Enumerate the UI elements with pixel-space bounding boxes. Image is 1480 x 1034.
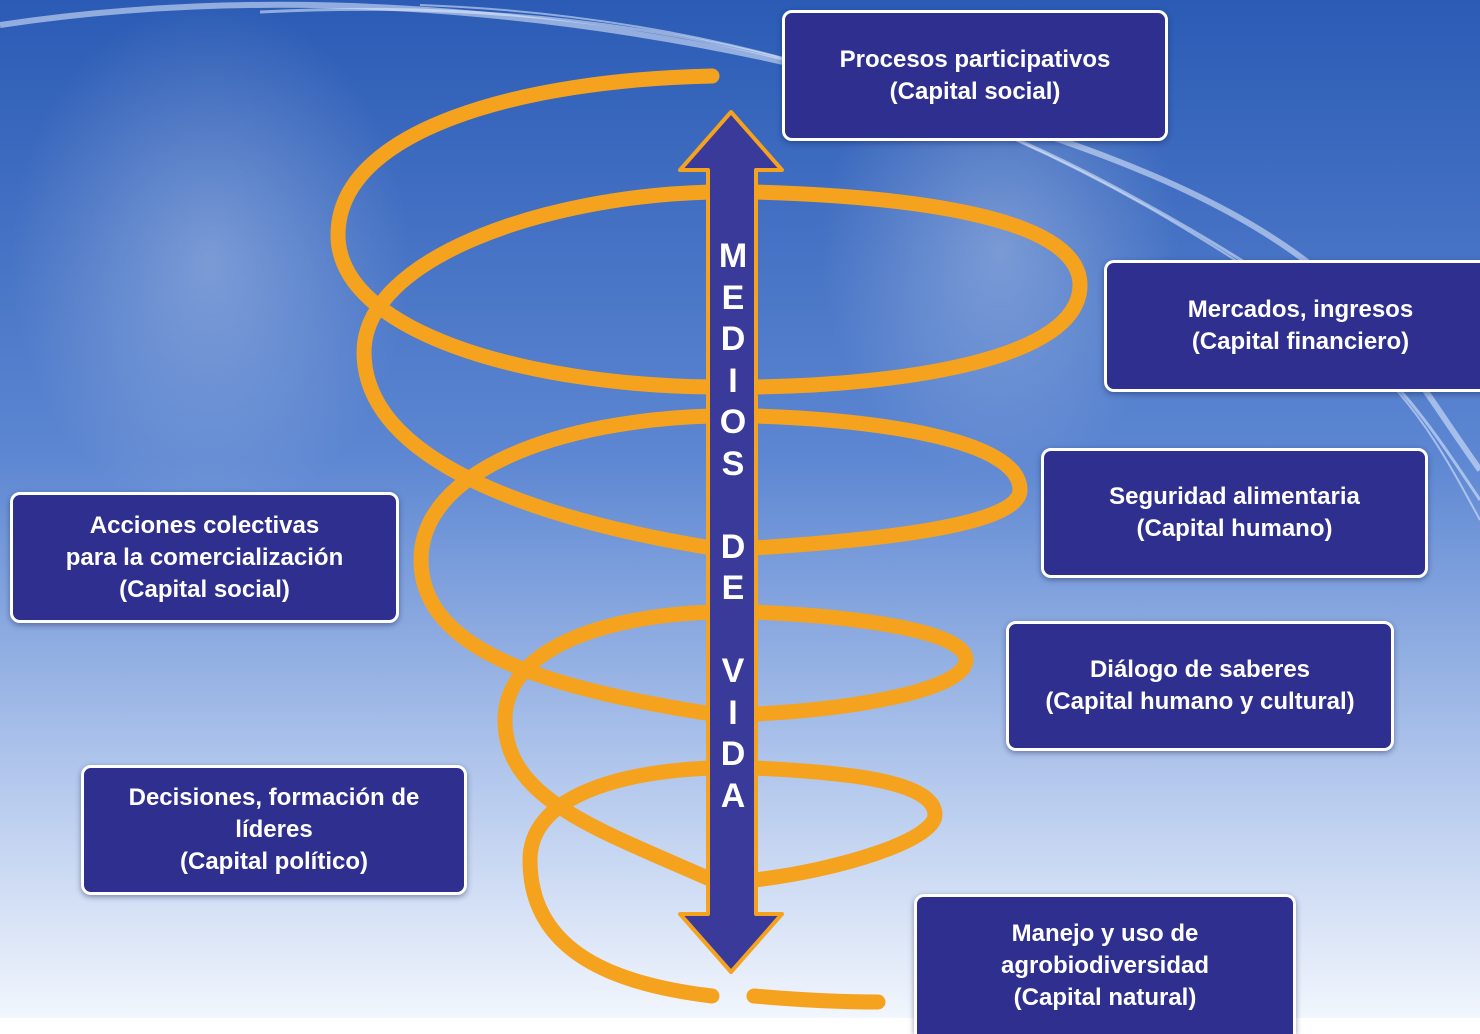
box-text: Decisiones, formación de <box>128 784 420 811</box>
box-text: (Capital natural) <box>1013 983 1197 1011</box>
box-decisiones-formacion-lideres: Decisiones, formación de líderes (Capita… <box>81 765 467 895</box>
spiral-front <box>746 184 1088 1010</box>
box-text: líderes <box>235 816 313 843</box>
box-procesos-participativos: Procesos participativos (Capital social) <box>782 10 1168 141</box>
box-text: Manejo y uso de <box>1011 919 1199 947</box>
box-text: (Capital humano y cultural) <box>1045 688 1355 715</box>
box-manejo-agrobiodiversidad: Manejo y uso de agrobiodiversidad (Capit… <box>914 894 1296 1034</box>
box-text: Acciones colectivas <box>89 511 320 539</box>
box-text: Diálogo de saberes <box>1089 656 1311 683</box>
box-text: Procesos participativos <box>839 45 1111 73</box>
double-arrow <box>678 110 784 974</box>
box-text: (Capital político) <box>180 848 368 875</box>
box-seguridad-alimentaria: Seguridad alimentaria (Capital humano) <box>1041 448 1428 578</box>
spiral-back <box>330 68 720 1004</box>
box-acciones-colectivas: Acciones colectivas para la comercializa… <box>10 492 399 623</box>
box-text: (Capital social) <box>889 77 1061 105</box>
box-text: agrobiodiversidad <box>1000 951 1210 979</box>
medios-de-vida-label: M E D I O S D E V I D A <box>718 237 748 815</box>
box-text: Seguridad alimentaria <box>1109 483 1360 510</box>
box-text: (Capital financiero) <box>1191 328 1410 355</box>
box-mercados-ingresos: Mercados, ingresos (Capital financiero) <box>1104 260 1480 392</box>
box-text: Mercados, ingresos <box>1187 296 1414 323</box>
box-text: (Capital humano) <box>1136 515 1333 542</box>
box-dialogo-de-saberes: Diálogo de saberes (Capital humano y cul… <box>1006 621 1394 751</box>
box-text: (Capital social) <box>119 575 290 603</box>
box-text: para la comercialización <box>65 543 344 571</box>
